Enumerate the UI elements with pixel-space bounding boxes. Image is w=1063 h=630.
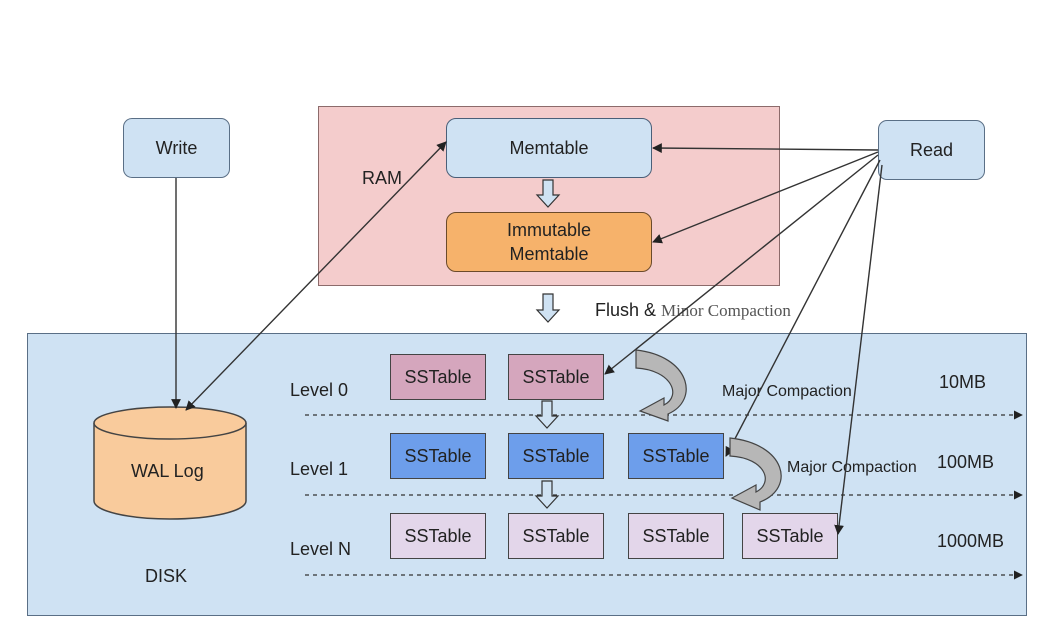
- memtable-to-immutable-arrow: [535, 179, 561, 208]
- sstable-ln-1: SSTable: [390, 513, 486, 559]
- sstable-label: SSTable: [404, 445, 472, 466]
- wal-log-label: WAL Log: [131, 461, 204, 481]
- major-compaction-curve-1: [635, 349, 687, 422]
- level-1-size: 100MB: [937, 452, 995, 472]
- flush-down-arrow: [535, 293, 561, 323]
- sstable-ln-2: SSTable: [508, 513, 604, 559]
- sstable-label: SSTable: [522, 366, 590, 387]
- major-compaction-label-2: Major Compaction: [787, 459, 917, 476]
- level-n-size: 1000MB: [937, 531, 1005, 551]
- read-to-leveln-arrow: [834, 164, 883, 535]
- sstable-label: SSTable: [522, 525, 590, 546]
- flush-minor-compaction-label: Flush & Minor Compaction: [595, 300, 791, 321]
- level1-to-leveln-arrow: [534, 480, 560, 509]
- read-label: Read: [909, 140, 954, 160]
- immutable-label-line2: Memtable: [509, 244, 589, 264]
- sstable-l1-2: SSTable: [508, 433, 604, 479]
- flush-prefix: Flush &: [595, 300, 662, 320]
- level-0-size: 10MB: [939, 372, 987, 392]
- read-node: Read: [878, 120, 985, 180]
- read-to-level0-arrow: [604, 154, 879, 375]
- wal-memtable-arrow: [185, 141, 447, 411]
- read-to-immutable-arrow: [652, 151, 879, 244]
- sstable-label: SSTable: [756, 525, 824, 546]
- immutable-label-line1: Immutable: [506, 220, 592, 240]
- sstable-label: SSTable: [642, 525, 710, 546]
- read-to-memtable-arrow: [652, 143, 879, 153]
- level-n-label: Level N: [290, 539, 352, 559]
- memtable-label: Memtable: [509, 138, 589, 158]
- sstable-label: SSTable: [404, 525, 472, 546]
- major-compaction-label-1: Major Compaction: [722, 383, 852, 400]
- sstable-l1-1: SSTable: [390, 433, 486, 479]
- immutable-memtable-node: Immutable Memtable: [446, 212, 652, 272]
- sstable-l1-3: SSTable: [628, 433, 724, 479]
- wal-log-cylinder: [93, 406, 247, 520]
- sstable-ln-4: SSTable: [742, 513, 838, 559]
- level-1-label: Level 1: [290, 459, 349, 479]
- minor-compaction-text: Minor Compaction: [661, 301, 791, 320]
- memtable-node: Memtable: [446, 118, 652, 178]
- disk-label: DISK: [145, 566, 188, 586]
- sstable-l0-2: SSTable: [508, 354, 604, 400]
- sstable-ln-3: SSTable: [628, 513, 724, 559]
- sstable-label: SSTable: [522, 445, 590, 466]
- read-to-level1-arrow: [725, 159, 881, 457]
- level0-to-level1-arrow: [534, 400, 560, 429]
- sstable-label: SSTable: [642, 445, 710, 466]
- major-compaction-curve-2: [729, 437, 782, 511]
